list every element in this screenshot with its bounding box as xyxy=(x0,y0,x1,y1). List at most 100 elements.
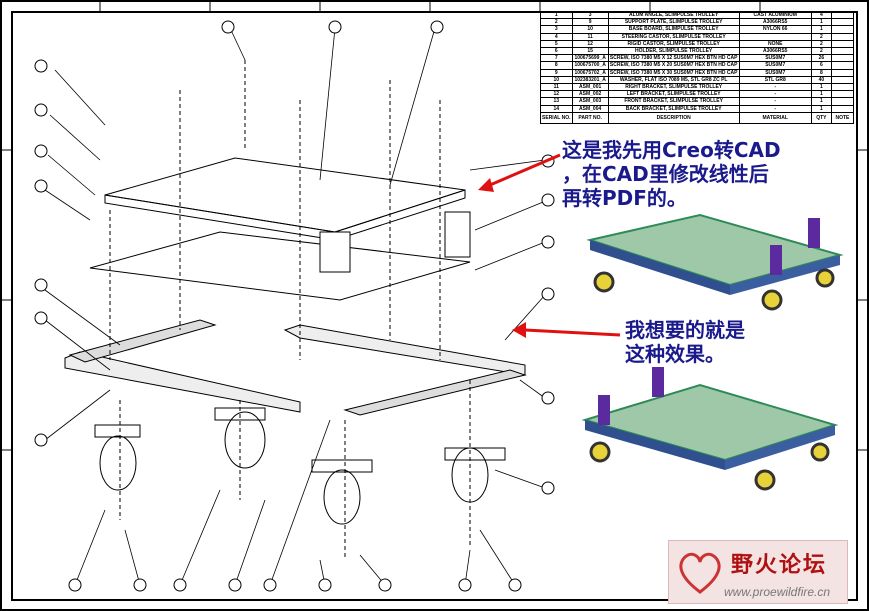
bom-cell-material: SUS0M7 xyxy=(738,61,812,70)
bom-cell-part: 3 xyxy=(571,10,609,20)
bom-cell-qty: 2 xyxy=(810,32,832,41)
bom-cell-note xyxy=(830,32,855,41)
bom-cell-note xyxy=(830,97,855,106)
bom-cell-qty: 1 xyxy=(810,25,832,34)
bom-cell-qty: 2 xyxy=(810,47,832,56)
bom-cell-material: - xyxy=(738,97,812,106)
bom-cell-note xyxy=(830,25,855,34)
bom-cell-note xyxy=(830,68,855,77)
bom-cell-note xyxy=(830,39,855,49)
bom-cell-qty: 1 xyxy=(810,90,832,99)
note-line: 这是我先用Creo转CAD xyxy=(562,138,781,162)
bom-cell-note xyxy=(830,104,855,113)
bom-cell-no: 7 xyxy=(540,54,573,63)
bom-cell-qty: 2 xyxy=(810,39,832,49)
bom-cell-material: NYLON 66 xyxy=(738,25,812,34)
heart-logo-icon xyxy=(679,552,721,594)
bom-cell-desc: ALUM ANGLE, SLIMPULSE TROLLEY xyxy=(607,10,740,20)
bom-cell-material: - xyxy=(738,104,812,113)
bom-cell-material: - xyxy=(738,83,812,92)
bom-cell-qty: 4 xyxy=(810,10,832,20)
bom-cell-qty: 1 xyxy=(810,83,832,92)
bom-cell-desc: WASHER, FLAT ISO 7089 M5, STL GR8 ZC PL xyxy=(607,75,740,85)
bom-cell-desc: HOLDER, SLIMPULSE TROLLEY xyxy=(607,47,740,56)
annotation-note-creo-to-cad: 这是我先用Creo转CAD ，在CAD里修改线性后 再转PDF的。 xyxy=(562,138,781,210)
bom-cell-note xyxy=(830,75,855,85)
bom-cell-material: STL GR8 xyxy=(738,75,812,85)
bom-cell-note xyxy=(830,61,855,70)
bom-cell-part: 102383201_A xyxy=(571,75,609,85)
bom-cell-desc: SCREW, ISO 7380 M5 X 20 SUS0M7 HEX BTN H… xyxy=(607,61,740,70)
bom-header-row: SERIAL NO. PART NO. DESCRIPTION MATERIAL… xyxy=(540,111,855,124)
bom-cell-material: SUS0M7 xyxy=(738,54,812,63)
render-bottom xyxy=(581,367,839,491)
bom-cell-material: CAST ALUMINIUM xyxy=(738,10,812,20)
bom-cell-no: 12 xyxy=(540,90,573,99)
bom-cell-qty: 26 xyxy=(810,54,832,63)
bom-cell-qty: 40 xyxy=(810,75,832,85)
bom-cell-desc: STEERING CASTOR, SLIMPULSE TROLLEY xyxy=(607,32,740,41)
bom-cell-desc: BACK BRACKET, SLIMPULSE TROLLEY xyxy=(607,104,740,113)
bom-cell-desc: SCREW, ISO 7380 M5 X 30 SUS0M7 HEX BTN H… xyxy=(607,68,740,77)
bom-cell-qty: 8 xyxy=(810,68,832,77)
bom-cell-material: A3066RS5 xyxy=(738,18,812,27)
bom-cell-no: 1 xyxy=(540,10,573,20)
bom-cell-note xyxy=(830,54,855,63)
render-top xyxy=(586,213,844,311)
bom-cell-part: 100675700_A xyxy=(571,61,609,70)
bom-cell-desc: SCREW, ISO 7380 M5 X 12 SUS0M7 HEX BTN H… xyxy=(607,54,740,63)
header-note: NOTE xyxy=(830,111,855,124)
note-line: 我想要的就是 xyxy=(625,318,745,342)
bom-cell-material: A3066RS5 xyxy=(738,47,812,56)
bom-cell-part: 15 xyxy=(571,47,609,56)
bom-cell-desc: SUPPORT PLATE, SLIMPULSE TROLLEY xyxy=(607,18,740,27)
bom-cell-no: 9 xyxy=(540,68,573,77)
bom-cell-part: ASM_001 xyxy=(571,83,609,92)
bom-cell-part: 9 xyxy=(571,18,609,27)
bom-cell-no: 3 xyxy=(540,25,573,34)
note-line: 再转PDF的。 xyxy=(562,186,687,210)
bom-cell-part: ASM_003 xyxy=(571,97,609,106)
bom-cell-qty: 6 xyxy=(810,61,832,70)
bom-cell-material: NONE xyxy=(738,39,812,49)
bom-cell-desc: LEFT BRACKET, SLIMPULSE TROLLEY xyxy=(607,90,740,99)
bom-cell-desc: FRONT BRACKET, SLIMPULSE TROLLEY xyxy=(607,97,740,106)
watermark-title: 野火论坛 xyxy=(731,553,828,578)
bom-cell-part: 12 xyxy=(571,39,609,49)
bom-cell-no: 6 xyxy=(540,47,573,56)
watermark-url: www.proewildfire.cn xyxy=(724,585,831,599)
annotation-note-desired-effect: 我想要的就是 这种效果。 xyxy=(625,318,745,366)
header-part-no: PART NO. xyxy=(571,111,609,124)
header-serial-no: SERIAL NO. xyxy=(540,111,573,124)
bom-cell-material xyxy=(738,32,812,41)
bom-cell-note xyxy=(830,90,855,99)
bom-cell-part: ASM_002 xyxy=(571,90,609,99)
red-arrows xyxy=(478,153,621,338)
bom-cell-part: 100675699_A xyxy=(571,54,609,63)
bom-cell-material: SUS0M7 xyxy=(738,68,812,77)
bom-cell-no: 11 xyxy=(540,83,573,92)
header-material: MATERIAL xyxy=(738,111,812,124)
bom-cell-no: 10 xyxy=(540,75,573,85)
note-line: 这种效果。 xyxy=(625,342,725,366)
bom-cell-desc: BASE BOARD, SLIMPULSE TROLLEY xyxy=(607,25,740,34)
bom-cell-desc: RIGID CASTOR, SLIMPULSE TROLLEY xyxy=(607,39,740,49)
header-qty: QTY xyxy=(810,111,832,124)
bom-cell-desc: RIGHT BRACKET, SLIMPULSE TROLLEY xyxy=(607,83,740,92)
bom-cell-no: 5 xyxy=(540,39,573,49)
bom-cell-part: 11 xyxy=(571,32,609,41)
bom-cell-no: 4 xyxy=(540,32,573,41)
bom-cell-material: - xyxy=(738,90,812,99)
bom-cell-note xyxy=(830,18,855,27)
